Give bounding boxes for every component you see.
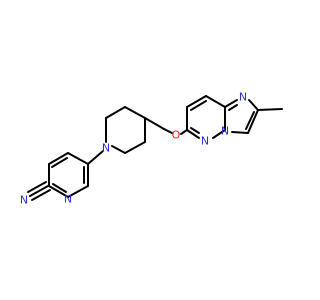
pyridine-ring: [48, 152, 89, 198]
atom-label-pyridine-n: N: [64, 193, 72, 206]
atom-label-imidazole-n: N: [239, 91, 247, 104]
molecule-structure: N N N O N N N: [20, 91, 283, 207]
pyridazine-ring: [186, 95, 226, 139]
atom-label-pyridazine-n-b: N: [221, 125, 229, 138]
atom-label-nitrile-n: N: [20, 194, 28, 207]
nitrile-group: [27, 181, 51, 201]
atom-label-pyridazine-n-a: N: [201, 135, 209, 148]
imidazole-ring: [224, 99, 259, 134]
methylene-ether-linker: [144, 117, 188, 135]
atom-label-ether-o: O: [172, 129, 181, 142]
pyridine-piperidine-bond: [87, 150, 104, 165]
structure-canvas: N N N O N N N: [19, 90, 283, 207]
methyl-bond: [257, 108, 283, 111]
piperidine-ring: [105, 106, 146, 154]
atom-label-piperidine-n: N: [102, 142, 110, 155]
